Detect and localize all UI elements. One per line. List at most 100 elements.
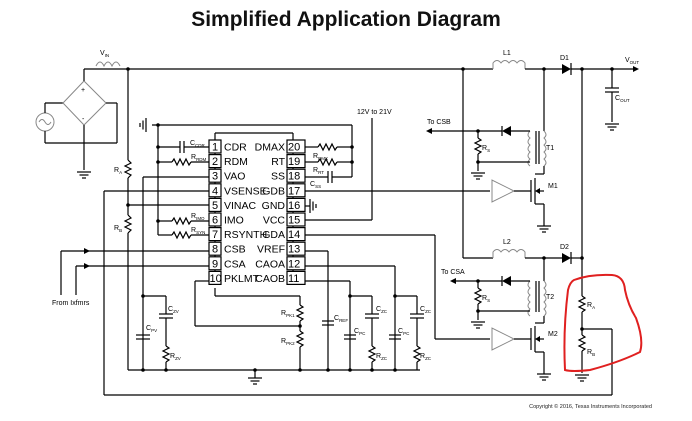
ic-pin-csa: 9 CSA [208, 256, 246, 271]
svg-text:T1: T1 [546, 145, 554, 152]
rrdm-resistor: RRDM [158, 154, 209, 167]
svg-text:3: 3 [212, 171, 218, 183]
ic-pin-csb: 8 CSB [208, 241, 246, 256]
svg-text:RA: RA [114, 167, 122, 175]
svg-text:VAO: VAO [224, 171, 245, 183]
ic-pin-vao: 3 VAO [208, 168, 245, 183]
copyright-notice: Copyright © 2016, Texas Instruments Inco… [529, 404, 652, 410]
svg-text:M2: M2 [548, 331, 558, 338]
svg-text:VCC: VCC [263, 215, 286, 227]
timing-components: RDMX RRT CSS [305, 142, 352, 189]
svg-text:18: 18 [288, 171, 300, 183]
svg-text:RS: RS [482, 145, 490, 153]
svg-text:CZC: CZC [420, 306, 432, 314]
svg-text:RSYNTH: RSYNTH [224, 229, 267, 241]
svg-text:L2: L2 [503, 239, 511, 246]
svg-text:CZC: CZC [376, 306, 388, 314]
svg-text:RA: RA [587, 302, 595, 310]
gate-drive-nets: 12V to 21V [305, 109, 490, 340]
svg-text:4: 4 [212, 185, 218, 197]
svg-text:CZV: CZV [168, 306, 179, 314]
to-csb-label: To CSB [427, 119, 451, 126]
ic-pin-cdr: 1 CDR [208, 139, 247, 154]
vout-label: VOUT [625, 57, 639, 65]
svg-text:GDB: GDB [262, 185, 285, 197]
svg-text:13: 13 [288, 244, 300, 256]
svg-text:14: 14 [288, 229, 300, 241]
svg-text:IMO: IMO [224, 215, 244, 227]
svg-text:CAOB: CAOB [255, 273, 285, 285]
svg-text:RB: RB [587, 349, 595, 357]
red-annotation-outline [563, 273, 643, 372]
ic-pin-imo: 6 IMO [208, 212, 244, 227]
svg-text:COUT: COUT [615, 95, 630, 103]
svg-text:RZC: RZC [420, 353, 432, 361]
ic-pin-vsense: 4 VSENSE [208, 183, 267, 198]
svg-text:T2: T2 [546, 294, 554, 301]
svg-text:D2: D2 [560, 244, 569, 251]
svg-text:L1: L1 [503, 50, 511, 57]
svg-text:6: 6 [212, 215, 218, 227]
svg-text:9: 9 [212, 258, 218, 270]
svg-text:RRDM: RRDM [191, 154, 207, 162]
vin-bus: VIN [84, 50, 493, 71]
svg-text:8: 8 [212, 244, 218, 256]
ccdr-capacitor: CCDR [158, 140, 209, 153]
svg-text:CCDR: CCDR [190, 140, 206, 148]
svg-text:RSYN: RSYN [191, 227, 205, 235]
svg-text:RDM: RDM [224, 156, 248, 168]
svg-text:1: 1 [212, 142, 218, 154]
svg-text:VSENSE: VSENSE [224, 185, 267, 197]
svg-text:20: 20 [288, 142, 300, 154]
vin-label: VIN [100, 50, 109, 58]
svg-text:15: 15 [288, 215, 300, 227]
phase-1-power-stage: L1 D1 VOUT COUT T1 To CSB [426, 50, 639, 258]
svg-text:RPK2: RPK2 [281, 338, 295, 346]
svg-text:CAOA: CAOA [255, 258, 285, 270]
svg-text:M1: M1 [548, 183, 558, 190]
svg-text:RIMO: RIMO [191, 213, 205, 221]
svg-text:CDR: CDR [224, 142, 247, 154]
svg-text:RS: RS [482, 295, 490, 303]
controller-ic [214, 132, 294, 140]
svg-text:RZV: RZV [170, 353, 181, 361]
current-sense-inputs: From Ixfmrs [52, 248, 209, 307]
svg-text:+: + [81, 87, 85, 94]
pklmt-network: RPK1 RPK2 [194, 280, 305, 370]
svg-text:GND: GND [262, 200, 286, 212]
pin-nets-left: RIMO RSYN [103, 176, 612, 396]
svg-text:CREF: CREF [334, 315, 348, 323]
vcc-range-label: 12V to 21V [357, 109, 392, 116]
phase-2-power-stage: L2 D2 T2 To CSA RS [441, 239, 584, 381]
current-loop-compensation: CREF CPC CZC RZC CPC CZC RZC [298, 250, 432, 372]
svg-text:CPC: CPC [398, 328, 410, 336]
vsense-divider: RA RB [114, 69, 133, 370]
svg-text:RB: RB [114, 225, 122, 233]
svg-text:-: - [82, 116, 85, 123]
svg-text:DMAX: DMAX [255, 142, 285, 154]
svg-text:PKLMT: PKLMT [224, 273, 260, 285]
svg-text:SS: SS [271, 171, 285, 183]
svg-text:VINAC: VINAC [224, 200, 257, 212]
ic-right-pins: 20DMAX19RT18SS17GDB16GND15VCC14GDA13VREF… [255, 139, 306, 285]
diagram-title: Simplified Application Diagram [191, 8, 501, 31]
svg-text:10: 10 [210, 273, 222, 285]
svg-text:RZC: RZC [376, 353, 388, 361]
svg-text:CSA: CSA [224, 258, 246, 270]
svg-text:CSB: CSB [224, 244, 246, 256]
